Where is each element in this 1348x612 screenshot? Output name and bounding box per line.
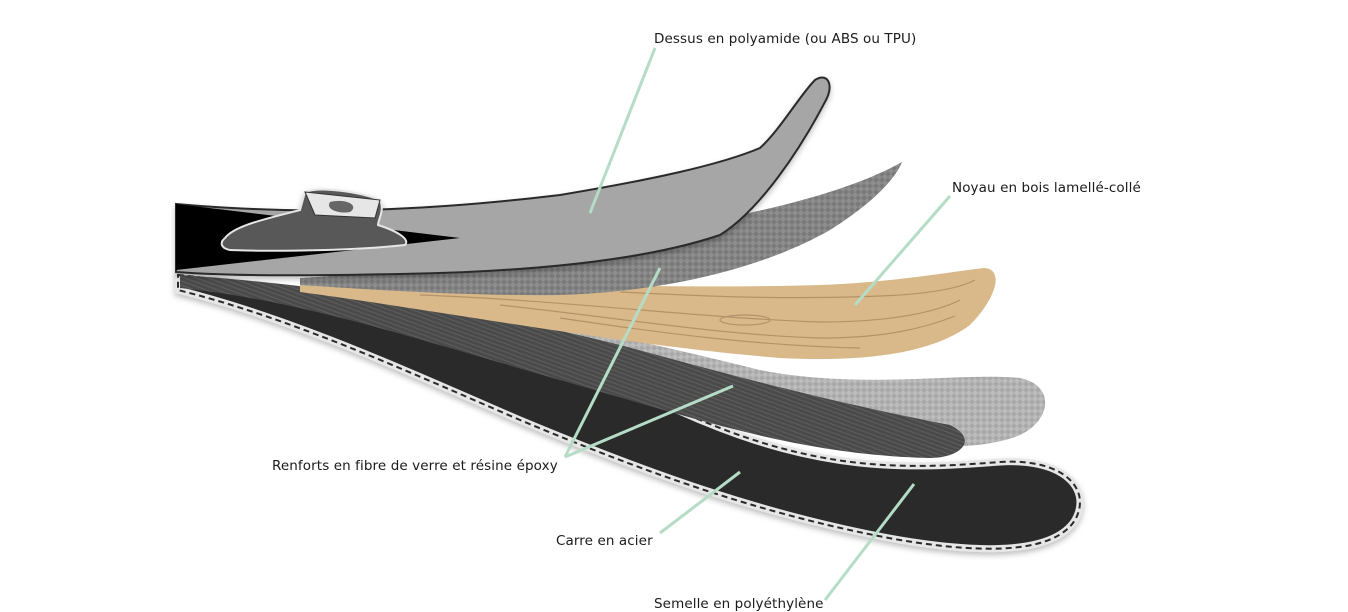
leader-lower-fiber xyxy=(564,384,734,459)
leader-topsheet xyxy=(588,47,657,214)
leader-upper-fiber xyxy=(563,267,662,458)
topsheet-layer xyxy=(175,76,831,277)
leader-base xyxy=(823,483,916,601)
label-base: Semelle en polyéthylène xyxy=(654,596,824,612)
binding-shape xyxy=(220,188,408,252)
leader-core xyxy=(853,195,952,306)
leader-edge xyxy=(659,470,741,535)
label-reinforcement: Renforts en fibre de verre et résine épo… xyxy=(272,458,558,474)
leader-lines xyxy=(563,47,952,601)
label-core: Noyau en bois lamellé-collé xyxy=(952,180,1141,196)
label-edge: Carre en acier xyxy=(556,533,653,549)
label-topsheet: Dessus en polyamide (ou ABS ou TPU) xyxy=(654,31,917,47)
upper-reinforcement-layer xyxy=(300,162,902,296)
fiber-stripe-layer xyxy=(180,275,965,458)
